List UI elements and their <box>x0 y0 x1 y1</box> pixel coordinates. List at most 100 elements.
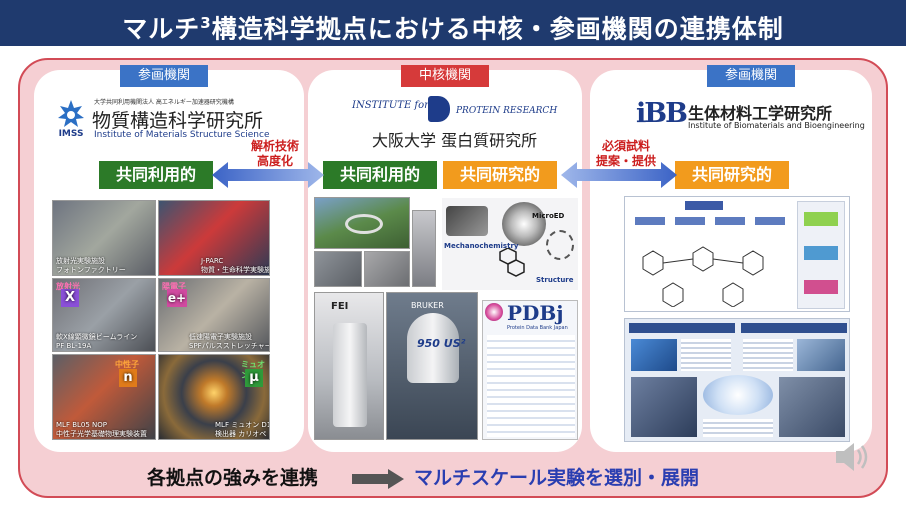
photo-label-spf: 低速陽電子実験施設 SPFパルスストレッチャー <box>189 333 270 350</box>
poster-image-d <box>779 377 845 437</box>
chart-node-b <box>675 217 705 225</box>
photo-label-jparc: J-PARC 物質・生命科学実験施設（MLF） <box>201 257 270 274</box>
right-badge: 参画機関 <box>707 65 795 87</box>
poster-header-left <box>629 323 735 333</box>
side-panel-swatch-c <box>804 280 838 294</box>
photo-label-pf: 放射光実験施設 フォトンファクトリー <box>56 257 126 274</box>
photo-label-bl19a: 軟X線顕微鏡ビームライン PF BL-19A <box>56 333 138 350</box>
pdbj-page-content <box>487 335 575 437</box>
center-pill-kyodo-kenkyu: 共同研究的 <box>443 161 557 189</box>
microscope-column-icon <box>333 323 367 427</box>
positron-tag: 陽電子 <box>162 282 186 291</box>
ipr-logo-protein: PROTEIN RESEARCH <box>456 106 558 116</box>
ipr-logo-top: INSTITUTE for <box>352 100 429 111</box>
chart-node-top <box>685 201 723 210</box>
arrow-right-label: 必須試料 提案・提供 <box>586 139 666 169</box>
photo-jparc: J-PARC 物質・生命科学実験施設（MLF） <box>158 200 270 276</box>
poster-text-c <box>703 419 773 437</box>
photo-label-d1: MLF ミュオン D1 検出器 カリオペ <box>215 421 269 438</box>
structure-label: Structure <box>536 276 574 284</box>
nmr-magnet-icon <box>407 313 459 383</box>
arrow-left-label-1: 解析技術 <box>250 139 299 153</box>
poster-center-oval <box>703 375 773 415</box>
pdbj-title: PDBj <box>507 301 564 325</box>
imss-logo-icon: IMSS <box>52 96 90 140</box>
cycle-icon <box>546 230 574 260</box>
chart-side-panel <box>797 201 845 309</box>
photo-label-bl05: MLF BL05 NOP 中性子光学基礎物理実験装置 <box>56 421 147 438</box>
left-org-name: 物質構造科学研究所 <box>92 110 264 132</box>
xray-tag: 放射光 <box>56 282 80 291</box>
poster-text-b <box>743 339 793 371</box>
right-org-en: Institute of Biomaterials and Bioenginee… <box>688 121 865 130</box>
right-org-name: 生体材料工学研究所 <box>688 104 833 123</box>
figure-bioengineering-poster <box>624 318 850 442</box>
center-badge: 中核機関 <box>401 65 489 87</box>
poster-text-a <box>681 339 731 371</box>
molecule-structure-icon <box>490 247 530 282</box>
photo-muon-d1: ミュオン μ MLF ミュオン D1 検出器 カリオペ <box>158 354 270 440</box>
photo-spf: 陽電子 e+ 低速陽電子実験施設 SPFパルスストレッチャー <box>158 278 270 352</box>
arrow-left-bidirectional <box>212 160 324 190</box>
center-org-name: 大阪大学 蛋白質研究所 <box>372 131 538 150</box>
arrow-left-label: 解析技術 高度化 <box>240 139 310 169</box>
figure-microed: MicroED Mechanochemistry Structure <box>442 198 578 290</box>
title-bar <box>0 0 906 46</box>
neutron-symbol-icon: n <box>119 369 137 387</box>
nmr-label: 950 US² <box>417 337 466 350</box>
bottom-right-text: マルチスケール実験を選別・展開 <box>414 467 700 489</box>
photo-beamline-b <box>364 251 410 287</box>
bottom-arrow-icon <box>352 469 404 489</box>
fei-label: FEI <box>331 301 349 312</box>
left-org-parent: 大学共同利用機関法人 高エネルギー加速器研究機構 <box>94 99 234 106</box>
photo-bl05-nop: 中性子 n MLF BL05 NOP 中性子光学基礎物理実験装置 <box>52 354 156 440</box>
side-panel-swatch-a <box>804 212 838 226</box>
arrow-right-label-1: 必須試料 <box>601 139 650 153</box>
mortar-icon <box>446 206 488 236</box>
bottom-left-text: 各拠点の強みを連携 <box>147 467 319 489</box>
arrow-right-bidirectional <box>561 160 677 190</box>
photo-bl19a: 放射光 X 軟X線顕微鏡ビームライン PF BL-19A <box>52 278 156 352</box>
left-pill-kyodo-riyo: 共同利用的 <box>99 161 213 189</box>
side-panel-swatch-b <box>804 246 838 260</box>
microed-label: MicroED <box>532 212 565 220</box>
photo-photon-factory: 放射光実験施設 フォトンファクトリー <box>52 200 156 276</box>
diffraction-icon <box>502 202 546 246</box>
center-pill-kyodo-riyo: 共同利用的 <box>323 161 437 189</box>
imss-logo-text: IMSS <box>58 129 84 139</box>
page-title: マルチ3構造科学拠点における中核・参画機関の連携体制 <box>122 14 784 44</box>
photo-cryo-em: FEI <box>314 292 384 440</box>
ipr-logo: INSTITUTE for PROTEIN RESEARCH <box>352 96 557 126</box>
poster-image-b <box>797 339 845 371</box>
chart-node-a <box>635 217 665 225</box>
photo-instrument-tall <box>412 210 436 287</box>
mechanochemistry-label: Mechanochemistry <box>444 242 519 250</box>
photo-nmr: BRUKER 950 US² <box>386 292 478 440</box>
positron-symbol-icon: e+ <box>167 289 187 307</box>
poster-header-right <box>741 323 847 333</box>
arrow-left-label-2: 高度化 <box>256 154 293 168</box>
arrow-right-label-2: 提案・提供 <box>595 154 656 168</box>
figure-biomaterials-chart <box>624 196 850 312</box>
speaker-icon[interactable] <box>832 437 872 477</box>
chart-node-d <box>755 217 785 225</box>
chart-node-c <box>715 217 745 225</box>
ring-accelerator-icon <box>345 214 383 234</box>
photo-beamline-a <box>314 251 362 287</box>
poster-image-a <box>631 339 677 371</box>
muon-symbol-icon: μ <box>245 369 263 387</box>
poster-image-c <box>631 377 697 437</box>
neutron-tag: 中性子 <box>115 360 139 369</box>
ibb-logo-icon: iBB <box>636 98 688 129</box>
left-org-en: Institute of Materials Structure Science <box>94 130 270 140</box>
pdbj-logo-icon <box>485 303 503 321</box>
pdbj-subtitle: Protein Data Bank Japan <box>507 325 568 331</box>
ipr-p-icon <box>428 96 450 122</box>
xray-symbol-icon: X <box>61 289 79 307</box>
right-pill-kyodo-kenkyu: 共同研究的 <box>675 161 789 189</box>
left-badge: 参画機関 <box>120 65 208 87</box>
molecule-diagrams <box>633 237 793 308</box>
photo-spring8-aerial <box>314 197 410 249</box>
pdbj-website: PDBj Protein Data Bank Japan <box>482 300 578 440</box>
bruker-label: BRUKER <box>411 301 444 310</box>
